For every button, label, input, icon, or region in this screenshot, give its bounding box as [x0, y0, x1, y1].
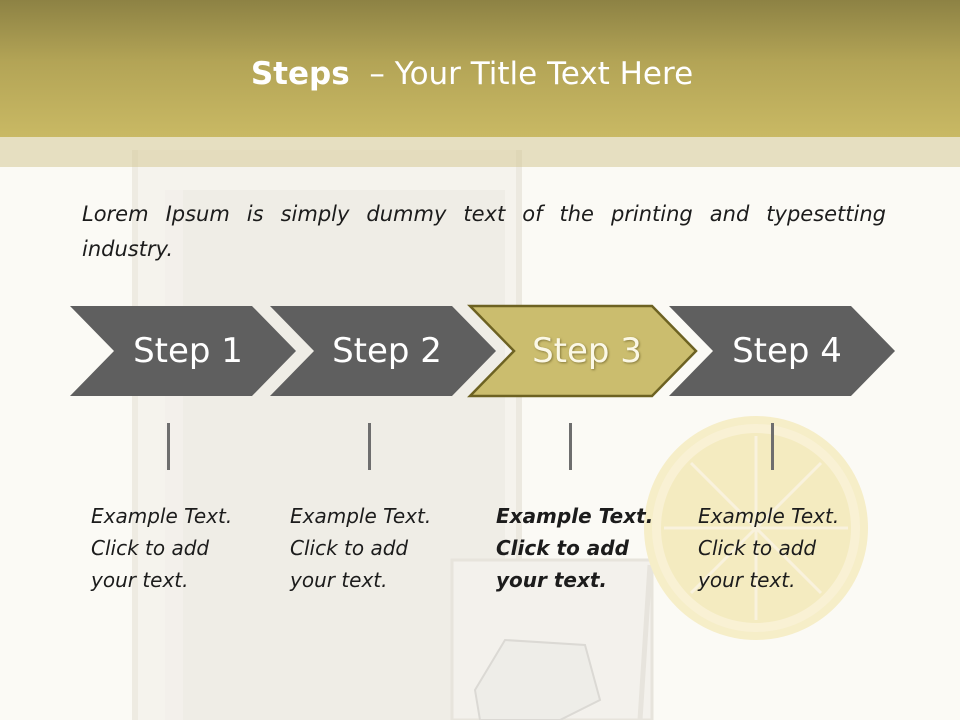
- step-4-connector: [771, 423, 774, 470]
- step-2-line-1: Example Text.: [290, 504, 432, 528]
- step-3-label: Step 3: [532, 331, 642, 371]
- step-3-chevron[interactable]: [467, 304, 698, 398]
- step-2-line-2: Click to add: [290, 536, 409, 560]
- step-2-description[interactable]: Example Text. Click to add your text.: [290, 500, 465, 596]
- title-bar-band: [0, 137, 960, 167]
- step-4-line-1: Example Text.: [698, 504, 840, 528]
- step-1-connector: [167, 423, 170, 470]
- step-3-description[interactable]: Example Text. Click to add your text.: [496, 500, 671, 596]
- step-3-line-3: your text.: [496, 568, 608, 592]
- step-3-connector: [569, 423, 572, 470]
- step-2-line-3: your text.: [290, 568, 388, 592]
- title-bar: [0, 0, 960, 137]
- step-2-chevron[interactable]: [270, 306, 496, 396]
- slide-title-bold: Steps: [250, 56, 350, 92]
- slide-title-text: – Your Title Text Here: [369, 56, 694, 92]
- step-4-chevron[interactable]: [669, 306, 895, 396]
- step-4-line-3: your text.: [698, 568, 796, 592]
- step-3-line-1: Example Text.: [496, 504, 654, 528]
- step-4-line-2: Click to add: [698, 536, 817, 560]
- step-4-label: Step 4: [732, 331, 842, 371]
- step-3-line-2: Click to add: [496, 536, 629, 560]
- step-1-chevron[interactable]: [70, 306, 296, 396]
- step-4-description[interactable]: Example Text. Click to add your text.: [698, 500, 873, 596]
- step-2-label: Step 2: [332, 331, 442, 371]
- step-1-line-2: Click to add: [91, 536, 210, 560]
- intro-paragraph: Lorem Ipsum is simply dummy text of the …: [82, 202, 886, 261]
- step-2-connector: [368, 423, 371, 470]
- step-1-label: Step 1: [133, 331, 243, 371]
- slide-title: Steps – Your Title Text Here: [0, 52, 944, 96]
- step-1-description[interactable]: Example Text. Click to add your text.: [91, 500, 266, 596]
- step-1-line-3: your text.: [91, 568, 189, 592]
- step-1-line-1: Example Text.: [91, 504, 233, 528]
